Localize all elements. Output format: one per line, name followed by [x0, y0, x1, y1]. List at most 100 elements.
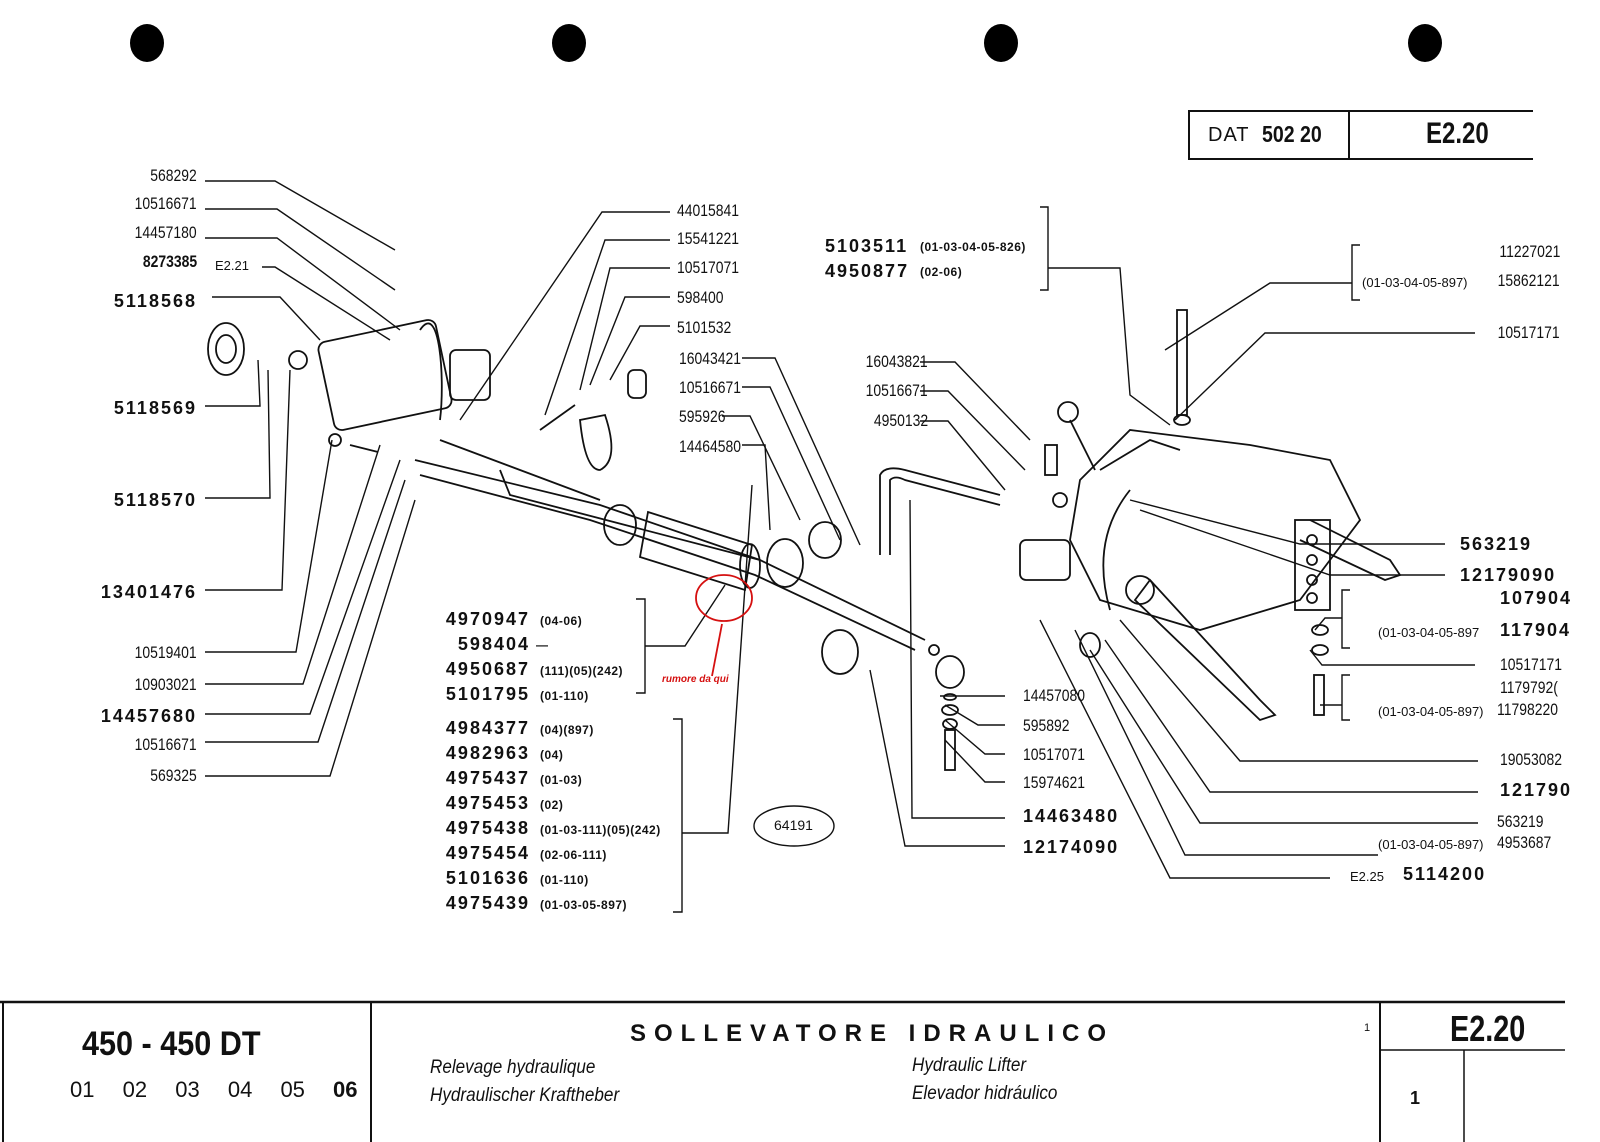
part-number: 14457080	[1023, 686, 1086, 705]
drawing-number-oval	[753, 805, 835, 847]
part-number: 14463480	[1023, 806, 1120, 826]
filter-element	[603, 504, 842, 592]
model-name: 450 - 450 DT	[82, 1025, 261, 1063]
noise-annotation-label: rumore da qui	[662, 674, 729, 685]
page-reference: E2.21	[215, 258, 249, 273]
part-number: 598400	[677, 288, 724, 307]
variant-note: (01-03-111)(05)(242)	[540, 823, 661, 837]
variant-note: (01-110)	[540, 873, 589, 887]
part-number: 5114200	[1403, 864, 1487, 884]
part-number: 10516671	[865, 381, 928, 400]
part-number: 10517071	[677, 258, 740, 277]
part-number: 563219	[1497, 812, 1544, 831]
part-number: 16043421	[679, 349, 742, 368]
part-number: 117904	[1500, 620, 1572, 640]
noise-annotation	[695, 574, 753, 677]
version: 03	[175, 1077, 200, 1102]
part-number: 11798220	[1497, 700, 1558, 719]
version: 01	[70, 1077, 95, 1102]
part-number: 14457180	[134, 223, 197, 242]
part-number: 10517171	[1497, 323, 1560, 342]
part-number: 5118569	[113, 398, 197, 418]
part-number: 15974621	[1023, 773, 1086, 792]
variant-note: (01-110)	[540, 689, 589, 703]
part-number: 10903021	[134, 675, 197, 694]
variant-note: —	[536, 638, 549, 652]
part-number: 10516671	[134, 194, 197, 213]
left-leaders	[205, 180, 416, 777]
punch-hole	[984, 24, 1018, 62]
page-reference: E2.25	[1350, 869, 1384, 884]
part-number: 44015841	[677, 201, 740, 220]
part-number: 4975437	[445, 768, 530, 788]
part-number: 10516671	[134, 735, 197, 754]
part-number: 5101532	[677, 318, 732, 337]
part-number: 4982963	[445, 743, 530, 763]
title-english: Hydraulic Lifter	[912, 1055, 1027, 1076]
pump-assembly	[207, 319, 491, 453]
hydraulic-pipes	[414, 439, 1001, 651]
part-number: 8273385	[142, 252, 197, 271]
header-box: DAT 502 20 E2.20	[1188, 110, 1533, 160]
part-number: 4975439	[445, 893, 530, 913]
part-number: 19053082	[1500, 750, 1563, 769]
variant-note: (02)	[540, 798, 564, 812]
version-list: 01 02 03 04 05 06	[70, 1077, 358, 1103]
part-number: 1179792(	[1500, 678, 1558, 697]
version: 04	[227, 1077, 253, 1102]
variant-note: (01-03-05-897)	[540, 898, 628, 912]
part-number: 5103511	[825, 236, 909, 256]
title-german: Hydraulischer Kraftheber	[430, 1085, 620, 1106]
part-number: 10517171	[1500, 655, 1563, 674]
version-active: 06	[333, 1077, 358, 1102]
part-number: 13401476	[100, 582, 197, 602]
version: 02	[122, 1077, 148, 1102]
variant-note: (01-03)	[540, 773, 583, 787]
variant-note: (02-06)	[920, 265, 963, 279]
part-number: 11227021	[1499, 242, 1560, 261]
title-spanish: Elevador hidráulico	[912, 1083, 1058, 1104]
part-number: 10516671	[679, 378, 742, 397]
part-number: 121790	[1500, 780, 1573, 800]
part-number: 15541221	[677, 229, 740, 248]
center-top-leaders	[459, 211, 861, 546]
part-number: 4970947	[445, 609, 530, 629]
part-number: 4975453	[445, 793, 530, 813]
part-number: 595892	[1023, 716, 1070, 735]
variant-note: (02-06-111)	[540, 848, 607, 862]
variant-note: (04)(897)	[540, 723, 594, 737]
variant-note: (01-03-04-05-897)	[1378, 837, 1484, 852]
variant-note: (111)(05)(242)	[540, 664, 624, 678]
header-page-code: E2.20	[1426, 117, 1489, 150]
drawing-number: 64191	[774, 817, 813, 833]
variant-note: (01-03-04-05-897	[1378, 625, 1480, 640]
part-number: 569325	[150, 766, 197, 785]
part-number: 5118568	[113, 291, 197, 311]
part-number: 107904	[1500, 588, 1573, 608]
part-number: 12179090	[1460, 565, 1557, 585]
part-number: 595926	[679, 407, 726, 426]
punch-hole	[1408, 24, 1442, 62]
punch-hole	[552, 24, 586, 62]
part-number: 10517071	[1023, 745, 1086, 764]
lifter-housing	[1019, 309, 1402, 722]
variant-note: (01-03-04-05-897)	[1378, 704, 1484, 719]
punch-hole	[130, 24, 164, 62]
dat-number: 502 20	[1262, 121, 1322, 147]
part-number: 563219	[1460, 534, 1533, 554]
hose-clamp	[821, 629, 965, 771]
pipe-clamp	[539, 369, 647, 471]
variant-note: (01-03-04-05-897)	[1362, 275, 1468, 290]
part-number: 10519401	[134, 643, 197, 662]
variant-note: (04-06)	[540, 614, 583, 628]
part-number: 4975438	[445, 818, 530, 838]
part-number: 568292	[150, 166, 197, 185]
version: 05	[280, 1077, 305, 1102]
sheet-number: 1	[1410, 1088, 1421, 1108]
variant-note: (04)	[540, 748, 564, 762]
dat-label: DAT	[1208, 124, 1250, 146]
part-number: 5101795	[445, 684, 530, 704]
part-number: 16043821	[865, 352, 928, 371]
variant-note: (01-03-04-05-826)	[920, 240, 1026, 254]
footer-page-code: E2.20	[1450, 1008, 1526, 1049]
